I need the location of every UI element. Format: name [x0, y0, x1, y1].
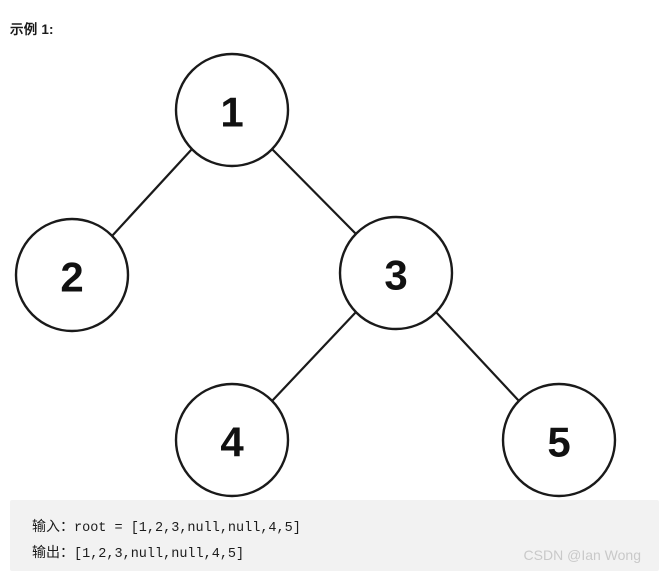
output-value: [1,2,3,null,null,4,5] [74, 547, 245, 562]
tree-node-2: 2 [14, 217, 130, 333]
tree-node-5-label: 5 [547, 419, 570, 466]
tree-node-1: 1 [174, 52, 290, 168]
edge-1-3 [271, 148, 357, 235]
input-label: 输入： [32, 518, 74, 534]
binary-tree-diagram: 1 2 3 4 5 [0, 40, 669, 500]
input-line: 输入：root = [1,2,3,null,null,4,5] [32, 516, 301, 536]
tree-node-1-label: 1 [220, 89, 243, 136]
tree-edges [111, 148, 520, 402]
edge-3-4 [271, 311, 357, 402]
tree-node-2-label: 2 [60, 254, 83, 301]
output-label: 输出： [32, 544, 74, 560]
tree-node-3: 3 [338, 215, 454, 331]
input-value: root = [1,2,3,null,null,4,5] [74, 521, 301, 536]
tree-node-4-label: 4 [220, 419, 244, 466]
output-line: 输出：[1,2,3,null,null,4,5] [32, 542, 244, 562]
tree-node-5: 5 [501, 382, 617, 498]
tree-node-3-label: 3 [384, 252, 407, 299]
watermark-text: CSDN @Ian Wong [523, 547, 641, 563]
tree-nodes: 1 2 3 4 5 [14, 52, 617, 498]
tree-svg: 1 2 3 4 5 [14, 52, 617, 498]
io-panel: 输入：root = [1,2,3,null,null,4,5] 输出：[1,2,… [10, 500, 659, 571]
edge-1-2 [111, 148, 193, 237]
edge-3-5 [435, 311, 520, 402]
tree-node-4: 4 [174, 382, 290, 498]
example-label: 示例 1: [10, 22, 54, 37]
